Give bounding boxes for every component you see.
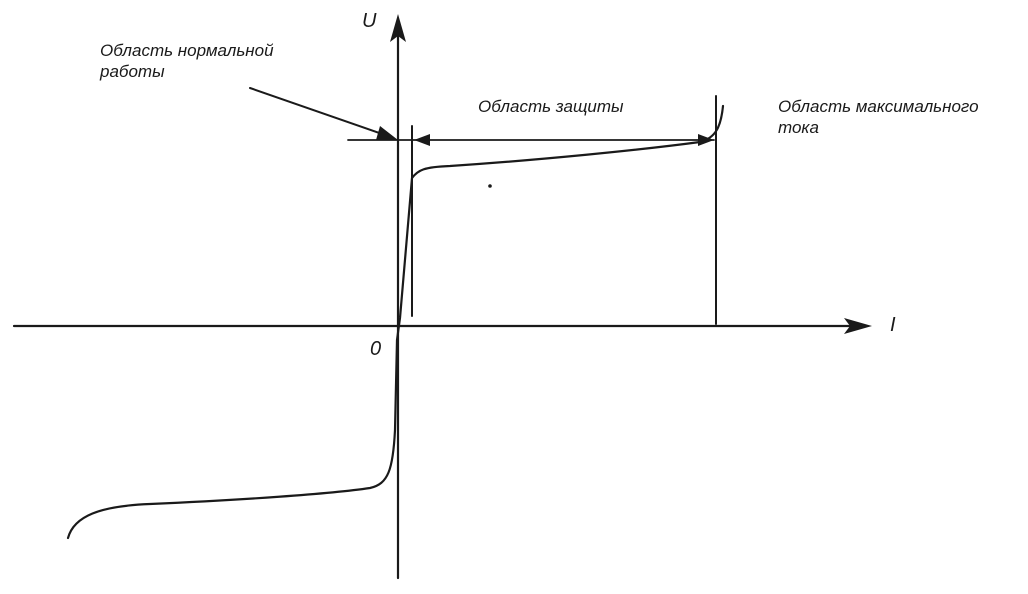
protection-region-label: Область защиты xyxy=(478,97,624,116)
max-current-label-line1: Область максимального xyxy=(778,97,979,116)
characteristic-curve xyxy=(66,104,725,540)
u-axis-label: U xyxy=(362,10,377,32)
stray-dot xyxy=(488,184,492,188)
normal-region-label-line1: Область нормальной xyxy=(100,41,274,60)
normal-region-label-line2: работы xyxy=(100,62,165,81)
protection-arrow-left xyxy=(414,134,430,146)
normal-region-label: Область нормальной работы xyxy=(100,40,274,82)
normal-region-pointer-line xyxy=(249,87,389,137)
u-axis-arrowhead xyxy=(390,14,406,42)
max-current-region-label: Область максимального тока xyxy=(778,96,979,138)
normal-region-pointer-arrowhead xyxy=(376,126,398,140)
i-axis-label: I xyxy=(890,314,896,336)
max-current-label-line2: тока xyxy=(778,118,819,137)
origin-label: 0 xyxy=(370,338,382,360)
i-axis-arrowhead xyxy=(844,318,872,334)
